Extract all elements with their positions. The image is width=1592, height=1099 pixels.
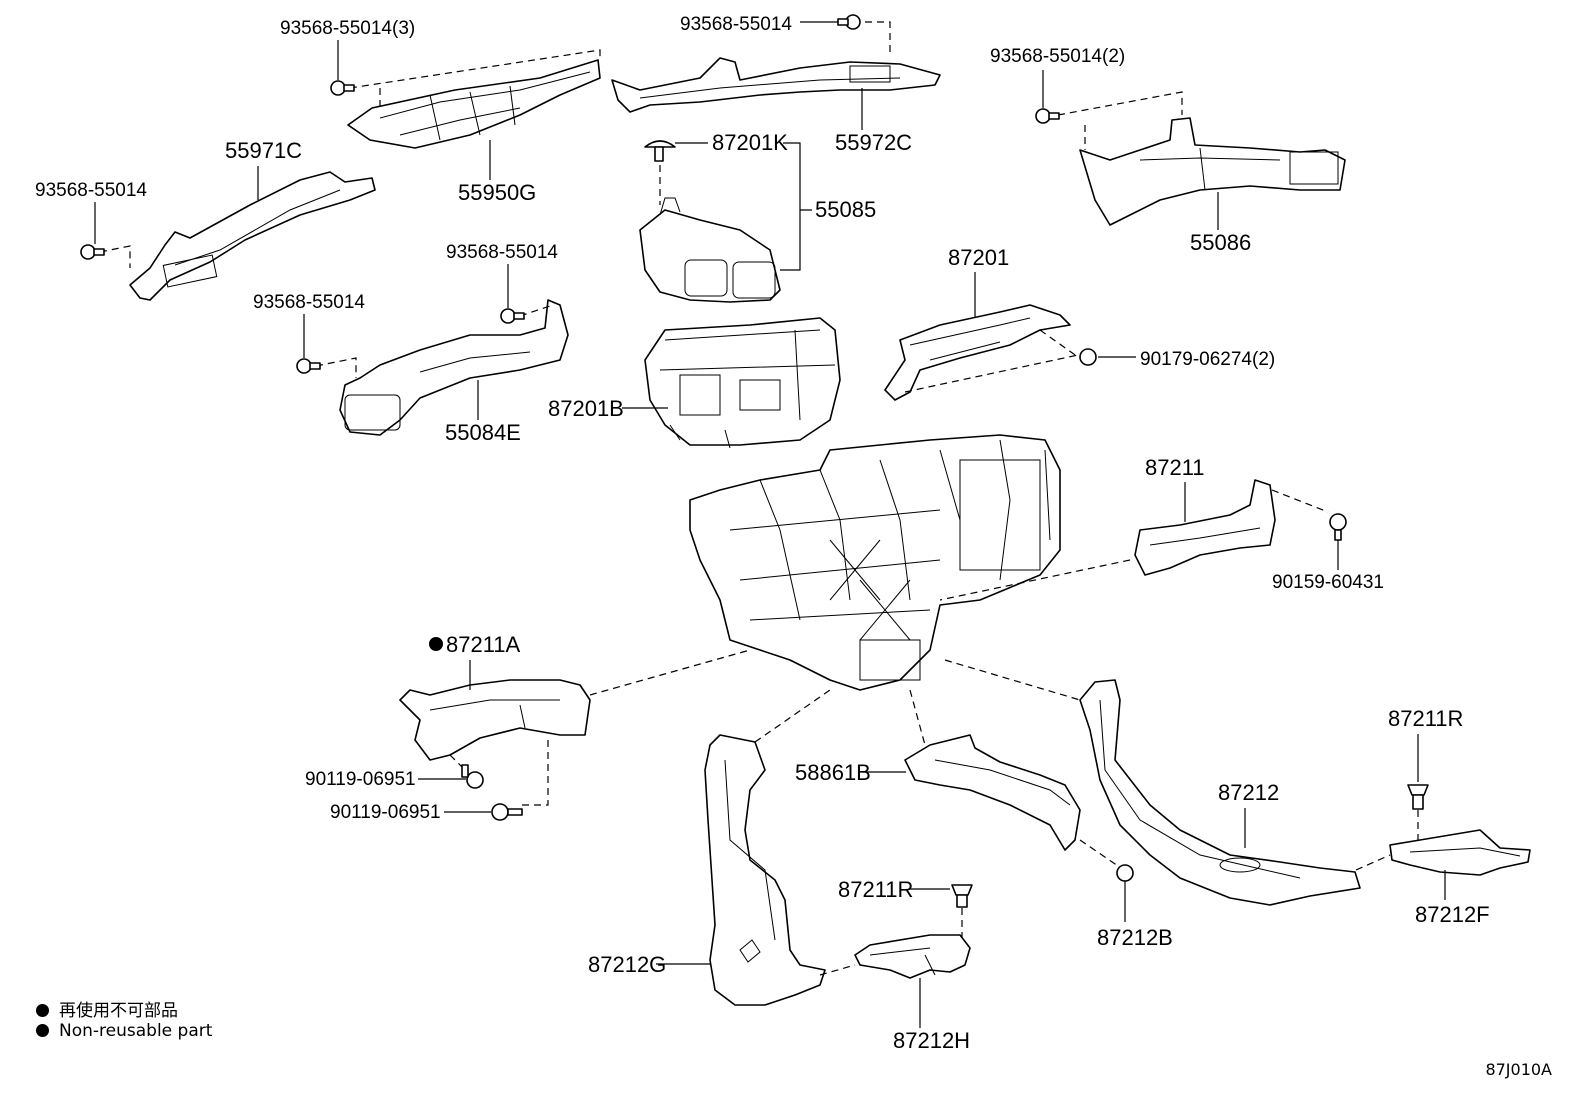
label-87211R: 87211R [1388, 706, 1463, 731]
legend-en-text: Non-reusable part [59, 1021, 213, 1041]
label-93568-55014: 93568-55014 [446, 242, 558, 263]
label-55950G: 55950G [458, 180, 536, 205]
duct-87212F [1389, 829, 1531, 876]
legend-en: Non-reusable part [36, 1021, 212, 1041]
label-87201K: 87201K [712, 130, 788, 155]
leader-bracket [780, 142, 812, 271]
duct-55086 [1079, 117, 1346, 226]
duct-87211A [399, 679, 591, 761]
bolt-icon [330, 80, 355, 96]
duct-87212G [704, 734, 826, 1006]
clip-87211R-icon [951, 884, 973, 908]
leader-bolt [904, 329, 1079, 393]
clip-87201K-icon [644, 140, 676, 162]
duct-87212 [1079, 679, 1361, 906]
legend-jp: 再使用不可部品 [36, 996, 178, 1021]
label-55085: 55085 [815, 197, 876, 222]
label-90159-60431: 90159-60431 [1272, 572, 1384, 593]
hvac-unit-main [689, 434, 1061, 691]
duct-55972C [611, 57, 941, 113]
leader-bolt [1057, 91, 1183, 150]
label-87212F: 87212F [1415, 902, 1490, 927]
legend-jp-text: 再使用不可部品 [59, 1001, 178, 1021]
bolt-icon [491, 803, 523, 821]
diagram-code: 87J010A [1485, 1060, 1552, 1079]
duct-55084E [339, 299, 569, 436]
label-90179-06274-2: 90179-06274(2) [1140, 349, 1275, 370]
bullet-icon [36, 1004, 49, 1017]
label-58861B: 58861B [795, 760, 871, 785]
leader-bolt [315, 305, 551, 378]
bolt-icon [1329, 513, 1347, 541]
leader-dashed [944, 659, 1391, 871]
label-90119-06951: 90119-06951 [305, 769, 416, 790]
bolt-icon [1079, 348, 1097, 366]
bolt-icon [296, 358, 321, 374]
label-87211A: 87211A [446, 632, 521, 657]
bolt-icon [80, 244, 105, 260]
duct-87211 [1134, 479, 1276, 576]
label-93568-55014: 93568-55014 [680, 14, 792, 35]
label-87211R: 87211R [838, 877, 913, 902]
bolt-icon [500, 308, 525, 324]
label-55971C: 55971C [225, 138, 302, 163]
nozzle-55085 [639, 197, 781, 303]
duct-87201 [884, 304, 1071, 401]
leader-bolt [865, 21, 891, 55]
clip-87211R-icon [1407, 784, 1429, 810]
label-87201B: 87201B [548, 396, 624, 421]
leader-dashed [909, 689, 926, 746]
label-87212G: 87212G [588, 952, 666, 977]
duct-55971C [129, 171, 376, 301]
duct-55950G [347, 59, 601, 149]
non-reusable-dot [429, 637, 443, 651]
register-87201B [644, 317, 841, 449]
label-87211: 87211 [1145, 455, 1205, 480]
label-55972C: 55972C [835, 130, 912, 155]
bolt-icon [461, 764, 484, 789]
label-93568-55014-2: 93568-55014(2) [990, 46, 1125, 67]
label-93568-55014: 93568-55014 [253, 292, 365, 313]
push-clip-87212B-icon [1116, 864, 1134, 882]
label-87212B: 87212B [1097, 925, 1173, 950]
label-93568-55014-3: 93568-55014(3) [280, 18, 415, 39]
duct-87212H [854, 934, 971, 979]
leader-55950G-bolt [349, 49, 601, 110]
label-55086: 55086 [1190, 230, 1251, 255]
bolt-icon [1035, 108, 1060, 124]
label-87212: 87212 [1218, 780, 1279, 805]
bullet-icon [36, 1024, 49, 1037]
label-93568-55014: 93568-55014 [35, 180, 147, 201]
label-55084E: 55084E [445, 420, 521, 445]
leader-bolt [99, 245, 131, 268]
duct-58861B [904, 734, 1081, 851]
label-90119-06951: 90119-06951 [330, 802, 441, 823]
leader-dashed [754, 689, 856, 976]
leader-bolt [939, 489, 1329, 601]
bolt-icon [837, 14, 861, 30]
label-87201: 87201 [948, 245, 1009, 270]
label-87212H: 87212H [893, 1028, 970, 1053]
